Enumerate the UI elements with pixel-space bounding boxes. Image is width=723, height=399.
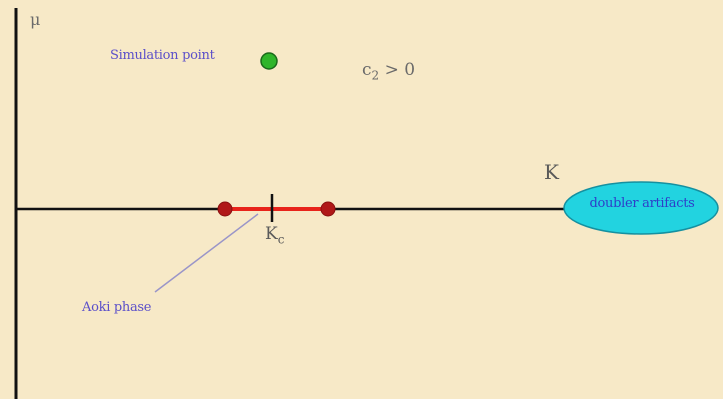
aoki-right-endpoint (320, 201, 336, 217)
doubler-artifacts-label: doubler artifacts (589, 196, 695, 211)
condition-label: c2 > 0 (362, 60, 415, 82)
doubler-artifacts-ellipse (563, 181, 719, 235)
k-axis-label: K (544, 160, 559, 184)
aoki-pointer-line (154, 213, 259, 293)
kc-label: Kc (265, 224, 284, 246)
aoki-phase-label: Aoki phase (82, 300, 152, 315)
kc-subscript: c (277, 232, 285, 247)
kc-symbol: K (265, 224, 278, 244)
aoki-left-endpoint (217, 201, 233, 217)
simulation-point-label: Simulation point (110, 48, 215, 63)
condition-subscript: 2 (371, 68, 380, 83)
simulation-point-marker (260, 52, 278, 70)
condition-symbol: c (362, 60, 372, 80)
condition-relation: > 0 (379, 60, 416, 80)
mu-axis-label: μ (30, 10, 41, 29)
